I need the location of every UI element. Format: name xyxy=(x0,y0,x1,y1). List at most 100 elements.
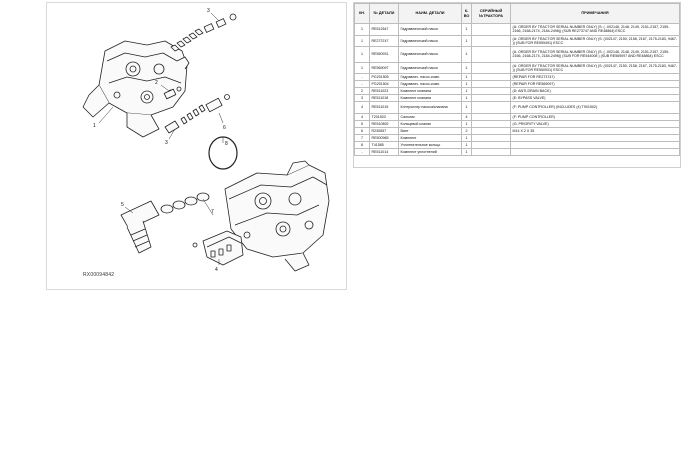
cell-key: - xyxy=(354,147,370,156)
cell-part[interactable]: PG201505 xyxy=(369,73,399,82)
cell-qty: 1 xyxy=(461,46,472,63)
cell-serial xyxy=(471,34,511,48)
cell-qty: 1 xyxy=(461,133,472,142)
col-part-name: НАИМ. ДЕТАЛИ xyxy=(398,3,462,24)
parts-table: КН. № ДЕТАЛИ НАИМ. ДЕТАЛИ К-ВО СЕРИЙНЫЙ … xyxy=(353,2,681,168)
cell-qty: 1 xyxy=(461,147,472,156)
exploded-diagram-panel: 1 3 2 3 6 8 5 7 4 RX00094842 xyxy=(46,2,347,290)
callout-6: 6 xyxy=(223,125,226,131)
cell-serial xyxy=(471,80,511,89)
cell-name: Гидравлический насос xyxy=(398,46,462,63)
cell-part[interactable]: RE512647 xyxy=(369,23,399,36)
cell-qty: 1 xyxy=(461,101,472,114)
cell-name: Сальник xyxy=(398,112,462,121)
table-header-row: КН. № ДЕТАЛИ НАИМ. ДЕТАЛИ К-ВО СЕРИЙНЫЙ … xyxy=(354,3,680,24)
callout-4: 4 xyxy=(215,267,218,273)
cell-part[interactable]: RE510892 xyxy=(369,119,399,128)
cell-part[interactable]: RE500965 xyxy=(369,133,399,142)
table-row: 5 RE510892 Кольцевой клапан 1 (G: PRIORI… xyxy=(354,119,680,128)
col-serial: СЕРИЙНЫЙ №ТРАКТОРА xyxy=(471,3,511,24)
cell-serial xyxy=(471,133,511,142)
cell-part[interactable]: PG201504 xyxy=(369,80,399,89)
table-row: 6 R230657 Винт 2 M14 X 2 X 35 xyxy=(354,126,680,135)
cell-key: 5 xyxy=(354,119,370,128)
table-row: - PG201504 Гидравлич. насос-комп. 1 (REP… xyxy=(354,80,680,89)
cell-name: Комплект клапана xyxy=(398,94,462,103)
cell-name: Уплотнительное кольцо xyxy=(398,140,462,149)
table-row: - PG201505 Гидравлич. насос-комп. 1 (REP… xyxy=(354,73,680,82)
cell-part[interactable]: R230657 xyxy=(369,126,399,135)
cell-name: Гидравлический насос xyxy=(398,34,462,48)
callout-3: 3 xyxy=(165,140,168,146)
figure-id: RX00094842 xyxy=(83,272,115,278)
cell-key: 7 xyxy=(354,133,370,142)
table-row: 2 RE511023 Комплект клапана 1 (D: ANTI-D… xyxy=(354,87,680,96)
cell-key: 1 xyxy=(354,34,370,48)
cell-name: Винт xyxy=(398,126,462,135)
cell-notes: (A: ORDER BY TRACTOR SERIAL NUMBER ONLY)… xyxy=(510,34,680,48)
table-row: 1 RE273747 Гидравлический насос 1 (A: OR… xyxy=(354,34,680,48)
col-qty: К-ВО xyxy=(461,3,472,24)
cell-part[interactable]: RE511023 xyxy=(369,87,399,96)
cell-serial xyxy=(471,73,511,82)
cell-qty: 2 xyxy=(461,126,472,135)
table-row: 4 RE511015 Контроллер насоса/клапана 1 (… xyxy=(354,101,680,114)
table-row: 3 RE511018 Комплект клапана 1 (E: BYPASS… xyxy=(354,94,680,103)
cell-serial xyxy=(471,147,511,156)
cell-name: Комплект клапана xyxy=(398,87,462,96)
cell-key: 1 xyxy=(354,23,370,36)
callout-5: 5 xyxy=(121,202,124,208)
cell-name: Гидравлич. насос-комп. xyxy=(398,80,462,89)
cell-part[interactable]: T201503 xyxy=(369,112,399,121)
cell-key: 1 xyxy=(354,61,370,75)
cell-part[interactable]: RE550931 xyxy=(369,46,399,63)
table-row: 1 RE550931 Гидравлический насос 1 (A: OR… xyxy=(354,46,680,63)
cell-part[interactable]: RE273747 xyxy=(369,34,399,48)
col-part-number: № ДЕТАЛИ xyxy=(369,3,399,24)
cell-serial xyxy=(471,94,511,103)
cell-key: - xyxy=(354,73,370,82)
cell-name: Гидравлич. насос-комп. xyxy=(398,73,462,82)
pump-exploded-view: 1 3 2 3 6 8 5 7 4 xyxy=(82,8,330,273)
cell-part[interactable]: RE569097 xyxy=(369,61,399,75)
cell-notes: (G: PRIORITY VALVE) xyxy=(510,119,680,128)
cell-name: Комплект xyxy=(398,133,462,142)
cell-qty: 4 xyxy=(461,112,472,121)
cell-notes: (A: ORDER BY TRACTOR SERIAL NUMBER ONLY)… xyxy=(510,23,680,36)
cell-part[interactable]: T41585 xyxy=(369,140,399,149)
table-row: 4 T201503 Сальник 4 (F: PUMP CONTROLLER) xyxy=(354,112,680,121)
cell-serial xyxy=(471,112,511,121)
cell-part[interactable]: RE511015 xyxy=(369,101,399,114)
callout-3-top: 3 xyxy=(207,8,210,14)
anti-drain-valve-kit xyxy=(163,86,182,100)
cell-serial xyxy=(471,46,511,63)
cell-key: - xyxy=(354,80,370,89)
cell-key: 4 xyxy=(354,101,370,114)
cell-notes: (A: ORDER BY TRACTOR SERIAL NUMBER ONLY)… xyxy=(510,61,680,75)
cell-name: Контроллер насоса/клапана xyxy=(398,101,462,114)
cell-notes: (F: PUMP CONTROLLER) xyxy=(510,112,680,121)
cell-qty: 1 xyxy=(461,119,472,128)
cell-name: Кольцевой клапан xyxy=(398,119,462,128)
cell-qty: 1 xyxy=(461,23,472,36)
cell-qty: 1 xyxy=(461,140,472,149)
cell-key: 3 xyxy=(354,94,370,103)
cell-serial xyxy=(471,61,511,75)
cell-qty: 1 xyxy=(461,34,472,48)
valve-assembly-3 xyxy=(164,94,230,134)
cell-name: Гидравлический насос xyxy=(398,23,462,36)
cell-part[interactable]: RE511014 xyxy=(369,147,399,156)
cell-notes xyxy=(510,133,680,142)
cell-serial xyxy=(471,126,511,135)
cell-key: 8 xyxy=(354,140,370,149)
cell-qty: 1 xyxy=(461,87,472,96)
bypass-valve-spring xyxy=(170,13,237,52)
cell-notes: (F: PUMP CONTROLLER) (INCLUDES (4) T9015… xyxy=(510,101,680,114)
cell-part[interactable]: RE511018 xyxy=(369,94,399,103)
cell-qty: 1 xyxy=(461,61,472,75)
table-row: - RE511014 Комплект уплотнений 1 xyxy=(354,147,680,156)
priority-valve-cartridge xyxy=(120,192,210,254)
cell-notes xyxy=(510,147,680,156)
cell-serial xyxy=(471,119,511,128)
cell-notes: (A: ORDER BY TRACTOR SERIAL NUMBER ONLY)… xyxy=(510,46,680,63)
